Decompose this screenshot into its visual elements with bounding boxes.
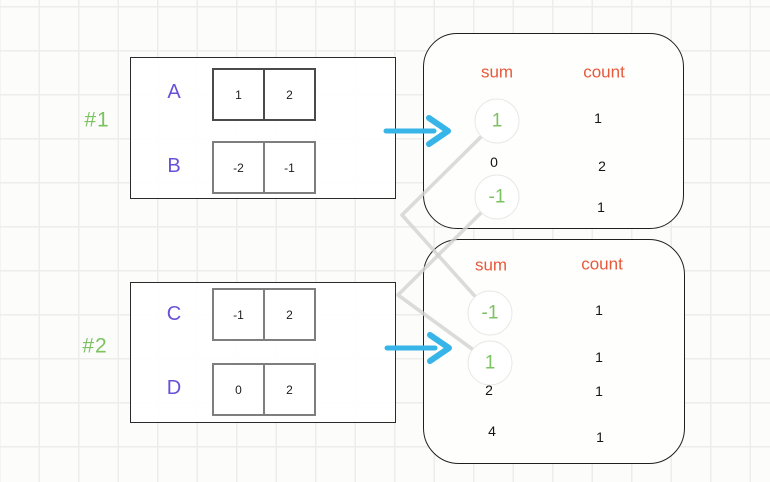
count-value: 1 bbox=[597, 199, 605, 215]
count-value: 1 bbox=[595, 383, 603, 399]
sum-value-circled: -1 bbox=[467, 290, 513, 336]
count-header-1: count bbox=[583, 62, 625, 82]
array-c-name: C bbox=[166, 303, 182, 325]
array-d-cells: 0 2 bbox=[212, 363, 316, 416]
count-value: 1 bbox=[596, 429, 604, 445]
array-a-cell-1: 2 bbox=[263, 68, 316, 121]
count-header-2: count bbox=[581, 254, 623, 274]
count-value: 1 bbox=[595, 349, 603, 365]
count-value: 1 bbox=[594, 110, 602, 126]
sum-value: 2 bbox=[485, 382, 493, 398]
array-c-cells: -1 2 bbox=[212, 288, 316, 341]
example-2-result-box bbox=[423, 239, 685, 464]
array-b-cells: -2 -1 bbox=[212, 141, 316, 194]
example-1-result-box bbox=[423, 33, 684, 229]
sum-value: 4 bbox=[488, 423, 496, 439]
sum-header-2: sum bbox=[474, 255, 508, 275]
count-value: 2 bbox=[598, 158, 606, 174]
sum-value-circled: 1 bbox=[474, 98, 520, 144]
sum-header-1: sum bbox=[480, 62, 514, 82]
array-d-cell-1: 2 bbox=[263, 363, 316, 416]
array-a-cell-0: 1 bbox=[212, 68, 265, 121]
array-b-cell-1: -1 bbox=[263, 141, 316, 194]
array-c-cell-0: -1 bbox=[212, 288, 265, 341]
array-b-cell-0: -2 bbox=[212, 141, 265, 194]
sum-value-circled: -1 bbox=[474, 174, 520, 220]
array-a-name: A bbox=[167, 81, 181, 103]
array-d-cell-0: 0 bbox=[212, 363, 265, 416]
array-b-name: B bbox=[167, 155, 181, 177]
array-d-name: D bbox=[166, 377, 182, 399]
example-1-label: #1 bbox=[84, 108, 110, 132]
count-value: 1 bbox=[595, 302, 603, 318]
sum-value-circled: 1 bbox=[467, 340, 513, 386]
example-2-label: #2 bbox=[82, 334, 108, 358]
array-a-cells: 1 2 bbox=[212, 68, 316, 121]
array-c-cell-1: 2 bbox=[263, 288, 316, 341]
sum-value: 0 bbox=[490, 154, 498, 170]
